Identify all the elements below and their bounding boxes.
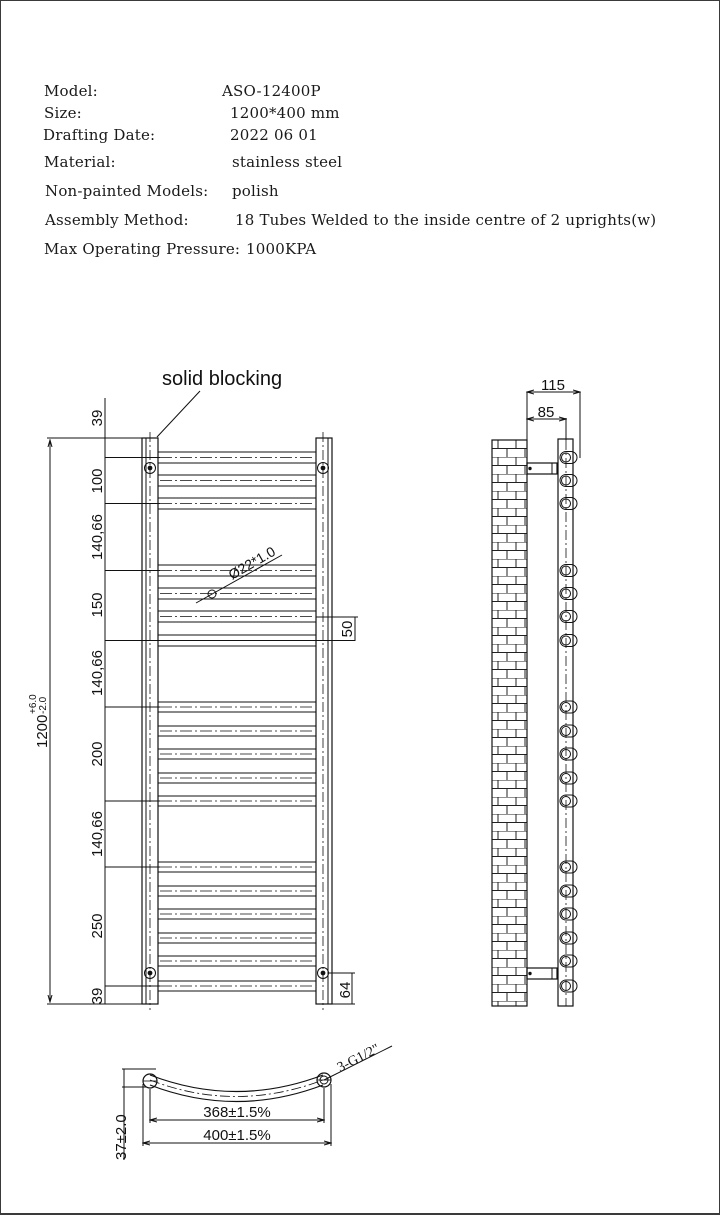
dim-bottom-offset: 39	[89, 988, 106, 1005]
dim-top-offset: 39	[89, 410, 106, 427]
spec-value: 1200*400 mm	[230, 104, 340, 122]
tubes	[158, 451, 316, 992]
front-view	[47, 390, 358, 1010]
connection-label: 3-G1/2"	[335, 1042, 382, 1076]
wall-bracket-bottom	[526, 967, 558, 980]
connection-leader	[323, 1045, 393, 1081]
outer-width-dim: 400±1.5%	[203, 1127, 270, 1144]
spec-value: 1000KPA	[246, 240, 317, 258]
tube-diameter-leader	[195, 554, 283, 604]
spec-value: stainless steel	[232, 153, 343, 171]
spec-value: 18 Tubes Welded to the inside centre of …	[235, 211, 657, 229]
side-upright	[557, 438, 574, 1007]
brick-wall	[491, 439, 528, 1007]
solid-blocking-label: solid blocking	[162, 368, 282, 390]
spec-label: Size:	[44, 104, 82, 122]
tube-centerlines	[160, 457, 314, 987]
chain-extension-lines	[105, 457, 355, 987]
dim-gap3: 140,66	[89, 811, 106, 857]
right-upright	[315, 437, 333, 1005]
diameter-icon	[207, 589, 217, 599]
tolerance-lower: -2.0	[38, 696, 49, 714]
dim-115: 115	[541, 377, 565, 394]
dim-group4: 250	[89, 913, 106, 938]
spec-value: ASO-12400P	[222, 82, 321, 100]
curved-tube-inner	[149, 1084, 324, 1103]
overall-height-label: 1200 +6.0 -2.0	[28, 694, 51, 748]
tube-profiles	[559, 451, 578, 993]
spec-value: 2022 06 01	[230, 126, 318, 144]
spec-label: Assembly Method:	[45, 211, 189, 229]
vertical-dimensions: 39 100 140,66 150 140,66 200 140,66 250 …	[89, 410, 106, 1005]
spec-label: Model:	[44, 82, 98, 100]
depth-dim: 37±2.0	[113, 1114, 130, 1160]
callout-leader	[156, 390, 201, 438]
tube-diameter-label: Ø22*1.0	[226, 543, 279, 583]
dim-50: 50	[339, 621, 356, 638]
spec-label: Drafting Date:	[43, 126, 156, 144]
spec-label: Non-painted Models:	[45, 182, 209, 200]
dim-group1: 100	[89, 468, 106, 493]
curved-tube-outer	[149, 1074, 324, 1093]
mounting-point-icon	[144, 462, 329, 979]
side-view	[491, 392, 580, 1007]
spec-label: Material:	[44, 153, 116, 171]
dim-gap1: 140,66	[89, 514, 106, 560]
inner-width-dim: 368±1.5%	[203, 1104, 270, 1121]
dim-85: 85	[538, 404, 555, 421]
spec-value: polish	[232, 182, 279, 200]
spec-label: Max Operating Pressure:	[44, 240, 241, 258]
dim-64: 64	[337, 982, 354, 999]
top-view	[122, 1045, 393, 1160]
dim-group2: 150	[89, 592, 106, 617]
wall-bracket-top	[526, 462, 558, 475]
dim-gap2: 140,66	[89, 650, 106, 696]
tolerance-upper: +6.0	[28, 694, 39, 714]
dim-group3: 200	[89, 741, 106, 766]
overall-height-value: 1200	[34, 715, 51, 748]
